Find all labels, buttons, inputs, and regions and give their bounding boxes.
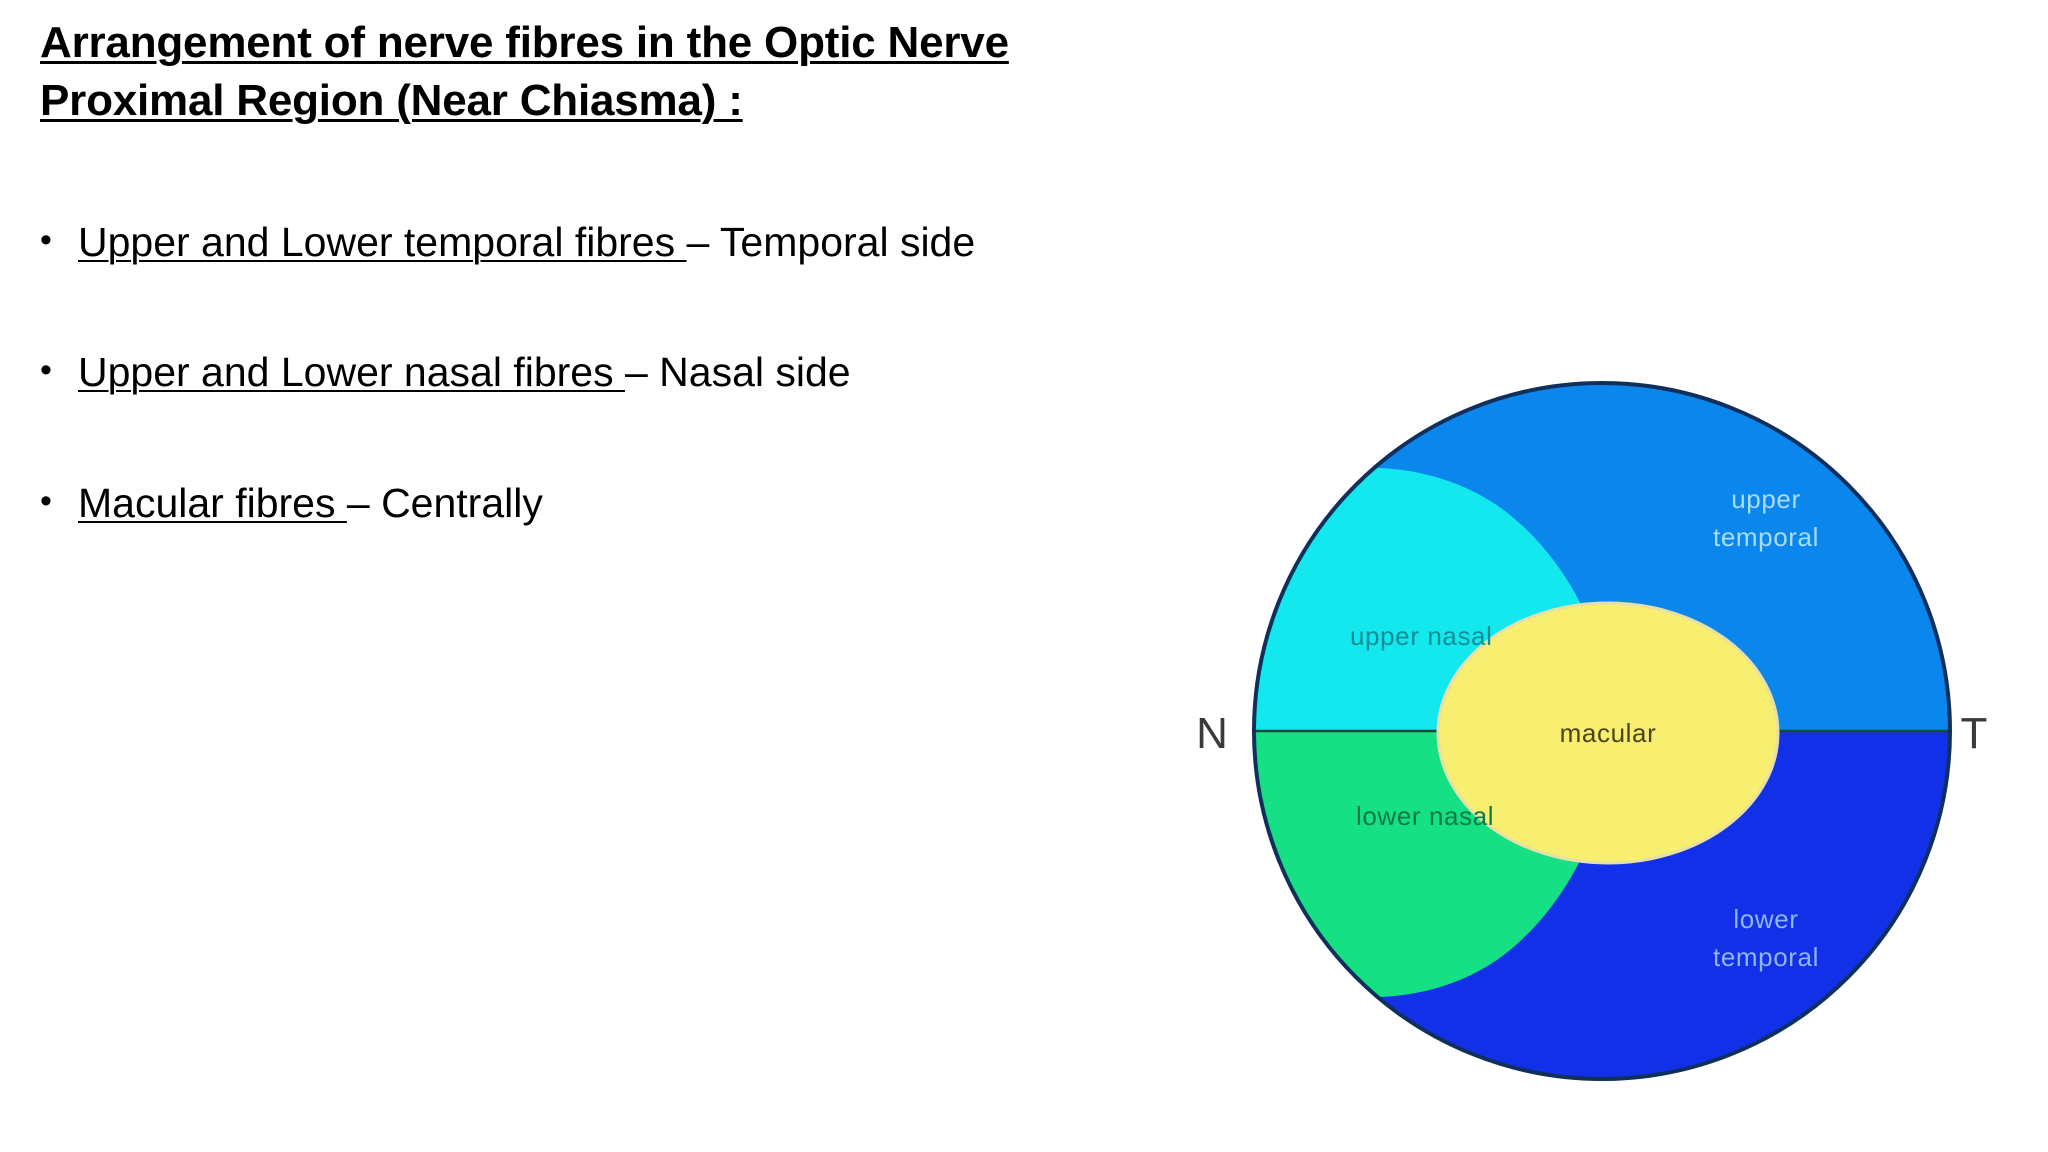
bullet-plain-0: – Temporal side xyxy=(686,219,976,265)
label-lower-temporal-line2: temporal xyxy=(1713,942,1819,972)
bullet-list: • Upper and Lower temporal fibres – Temp… xyxy=(40,216,1190,607)
list-item: • Macular fibres – Centrally xyxy=(40,477,1190,529)
title-line-2: Proximal Region (Near Chiasma) : xyxy=(40,72,1440,130)
title-line-1-text: Arrangement of nerve fibres in the Optic… xyxy=(40,18,1009,67)
title-line-2-text: Proximal Region (Near Chiasma) : xyxy=(40,76,743,126)
nerve-outline xyxy=(1252,381,1952,1081)
title-line-1: Arrangement of nerve fibres in the Optic… xyxy=(40,14,1440,72)
list-item: • Upper and Lower nasal fibres – Nasal s… xyxy=(40,346,1190,398)
bullet-plain-2: – Centrally xyxy=(346,479,543,526)
bullet-icon: • xyxy=(40,481,52,520)
axis-label-nasal: N xyxy=(1196,709,1228,758)
label-lower-nasal: lower nasal xyxy=(1356,801,1494,831)
bullet-text-1: Upper and Lower nasal fibres – Nasal sid… xyxy=(78,346,851,398)
bullet-underlined-0: Upper and Lower temporal fibres xyxy=(78,219,687,265)
bullet-icon: • xyxy=(40,221,52,259)
bullet-icon: • xyxy=(40,351,52,390)
bullet-underlined-2: Macular fibres xyxy=(78,479,347,526)
bullet-underlined-1: Upper and Lower nasal fibres xyxy=(78,349,625,396)
page-title: Arrangement of nerve fibres in the Optic… xyxy=(40,14,1440,130)
optic-nerve-diagram: upper temporal lower temporal upper nasa… xyxy=(1180,340,2020,1130)
optic-nerve-svg: upper temporal lower temporal upper nasa… xyxy=(1196,381,1988,1081)
bullet-text-2: Macular fibres – Centrally xyxy=(78,477,543,529)
region-macular xyxy=(1436,601,1780,865)
axis-label-temporal: T xyxy=(1961,709,1988,758)
label-upper-temporal-line1: upper xyxy=(1731,484,1801,514)
label-macular: macular xyxy=(1560,718,1657,748)
bullet-plain-1: – Nasal side xyxy=(624,349,851,396)
label-lower-temporal-line1: lower xyxy=(1733,904,1798,934)
bullet-text-0: Upper and Lower temporal fibres – Tempor… xyxy=(78,216,975,268)
label-upper-nasal: upper nasal xyxy=(1350,621,1492,651)
label-upper-temporal-line2: temporal xyxy=(1713,522,1819,552)
list-item: • Upper and Lower temporal fibres – Temp… xyxy=(40,216,1190,268)
